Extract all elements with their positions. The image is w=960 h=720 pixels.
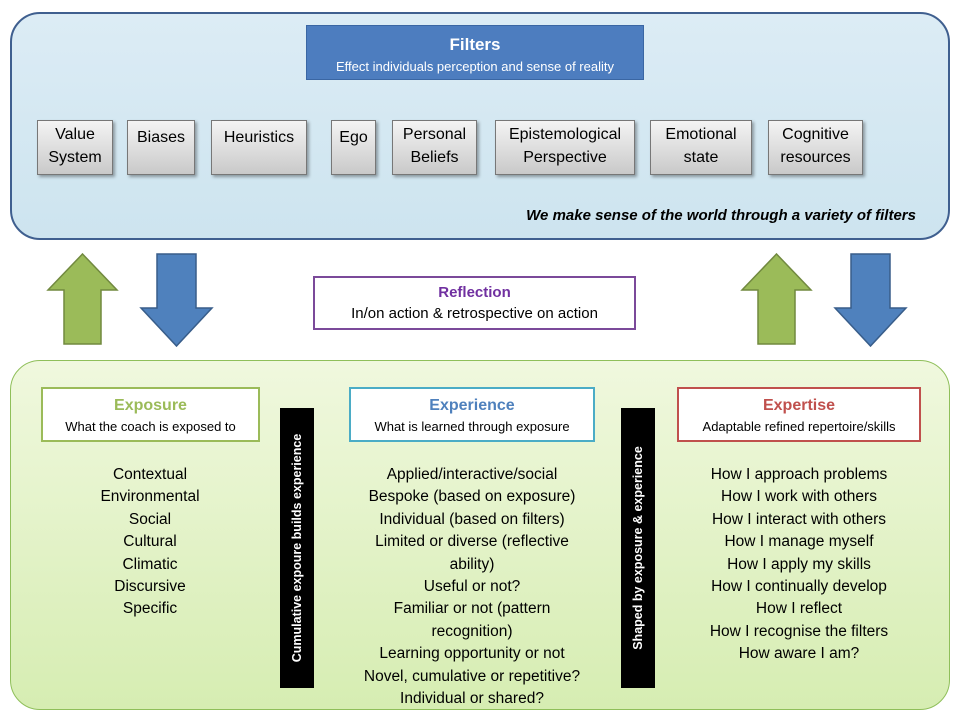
exposure-subtitle: What the coach is exposed to	[65, 419, 236, 434]
expertise-header: Expertise Adaptable refined repertoire/s…	[677, 387, 921, 442]
list-item: recognition)	[431, 622, 513, 640]
list-item: Individual (based on filters)	[379, 510, 565, 528]
list-item: How I reflect	[755, 600, 843, 618]
down-arrow-icon	[139, 253, 214, 348]
filter-line: Cognitive	[782, 125, 849, 143]
cumulative-exposure-bar: Cumulative expoure builds experience	[280, 408, 314, 688]
bar-label: Shaped by exposure & experience	[631, 446, 645, 650]
list-item: How I recognise the filters	[709, 622, 889, 640]
reflection-box: Reflection In/on action & retrospective …	[313, 276, 636, 330]
filter-line: Heuristics	[223, 129, 295, 146]
list-item: How I work with others	[721, 488, 877, 506]
exposure-list: Contextual Environmental Social Cultural…	[60, 464, 240, 621]
list-item: Novel, cumulative or repetitive?	[363, 667, 581, 685]
filter-line: Ego	[339, 129, 368, 146]
experience-subtitle: What is learned through exposure	[374, 419, 570, 434]
filter-heuristics: Heuristics	[211, 120, 307, 175]
experience-list: Applied/interactive/social Bespoke (base…	[337, 464, 607, 710]
list-item: How I interact with others	[711, 510, 886, 528]
filter-line: resources	[780, 148, 851, 166]
filter-line: Emotional	[665, 125, 737, 143]
down-arrow-icon	[833, 253, 908, 348]
filter-line: Biases	[136, 129, 186, 146]
list-item: Social	[128, 510, 172, 528]
filter-line: Value	[55, 125, 95, 143]
filter-emotional-state: Emotional state	[650, 120, 752, 175]
list-item: Useful or not?	[423, 578, 521, 596]
filter-line: state	[683, 148, 719, 166]
filter-line: Beliefs	[410, 148, 459, 166]
list-item: Applied/interactive/social	[386, 466, 558, 483]
filter-line: System	[48, 148, 102, 166]
list-item: Environmental	[100, 488, 200, 506]
list-item: Familiar or not (pattern	[393, 600, 551, 618]
experience-header: Experience What is learned through expos…	[349, 387, 595, 442]
shaped-by-exposure-bar: Shaped by exposure & experience	[621, 408, 655, 688]
list-item: How I manage myself	[724, 533, 874, 551]
filters-caption: We make sense of the world through a var…	[526, 207, 916, 224]
filter-ego: Ego	[331, 120, 376, 175]
list-item: Cultural	[123, 533, 177, 551]
list-item: How aware I am?	[738, 645, 860, 663]
list-item: ability)	[449, 555, 495, 573]
exposure-header: Exposure What the coach is exposed to	[41, 387, 260, 442]
filters-subtitle: Effect individuals perception and sense …	[336, 59, 614, 74]
bar-label: Cumulative expoure builds experience	[290, 433, 304, 663]
up-arrow-icon	[46, 252, 119, 345]
expertise-list: How I approach problems How I work with …	[674, 464, 924, 666]
list-item: Climatic	[122, 555, 178, 573]
filter-biases: Biases	[127, 120, 195, 175]
list-item: How I approach problems	[710, 466, 888, 483]
reflection-subtitle: In/on action & retrospective on action	[351, 305, 598, 322]
experience-title: Experience	[429, 397, 515, 414]
filter-line: Epistemological	[508, 125, 622, 143]
filter-line: Personal	[402, 125, 467, 143]
list-item: Individual or shared?	[400, 690, 544, 708]
filter-cognitive-resources: Cognitive resources	[768, 120, 863, 175]
filters-header: Filters Effect individuals perception an…	[306, 25, 644, 80]
list-item: Learning opportunity or not	[379, 645, 565, 663]
list-item: Contextual	[112, 466, 188, 483]
expertise-title: Expertise	[762, 397, 836, 414]
exposure-title: Exposure	[114, 397, 187, 414]
filter-line: Perspective	[523, 148, 607, 166]
list-item: Specific	[122, 600, 178, 618]
list-item: How I apply my skills	[727, 555, 871, 573]
list-item: Bespoke (based on exposure)	[368, 488, 576, 506]
expertise-subtitle: Adaptable refined repertoire/skills	[702, 419, 896, 434]
list-item: Discursive	[114, 578, 186, 596]
filters-title: Filters	[449, 35, 501, 54]
reflection-title: Reflection	[438, 284, 511, 301]
list-item: How I continually develop	[711, 578, 887, 596]
list-item: Limited or diverse (reflective	[375, 533, 569, 551]
up-arrow-icon	[740, 252, 813, 345]
